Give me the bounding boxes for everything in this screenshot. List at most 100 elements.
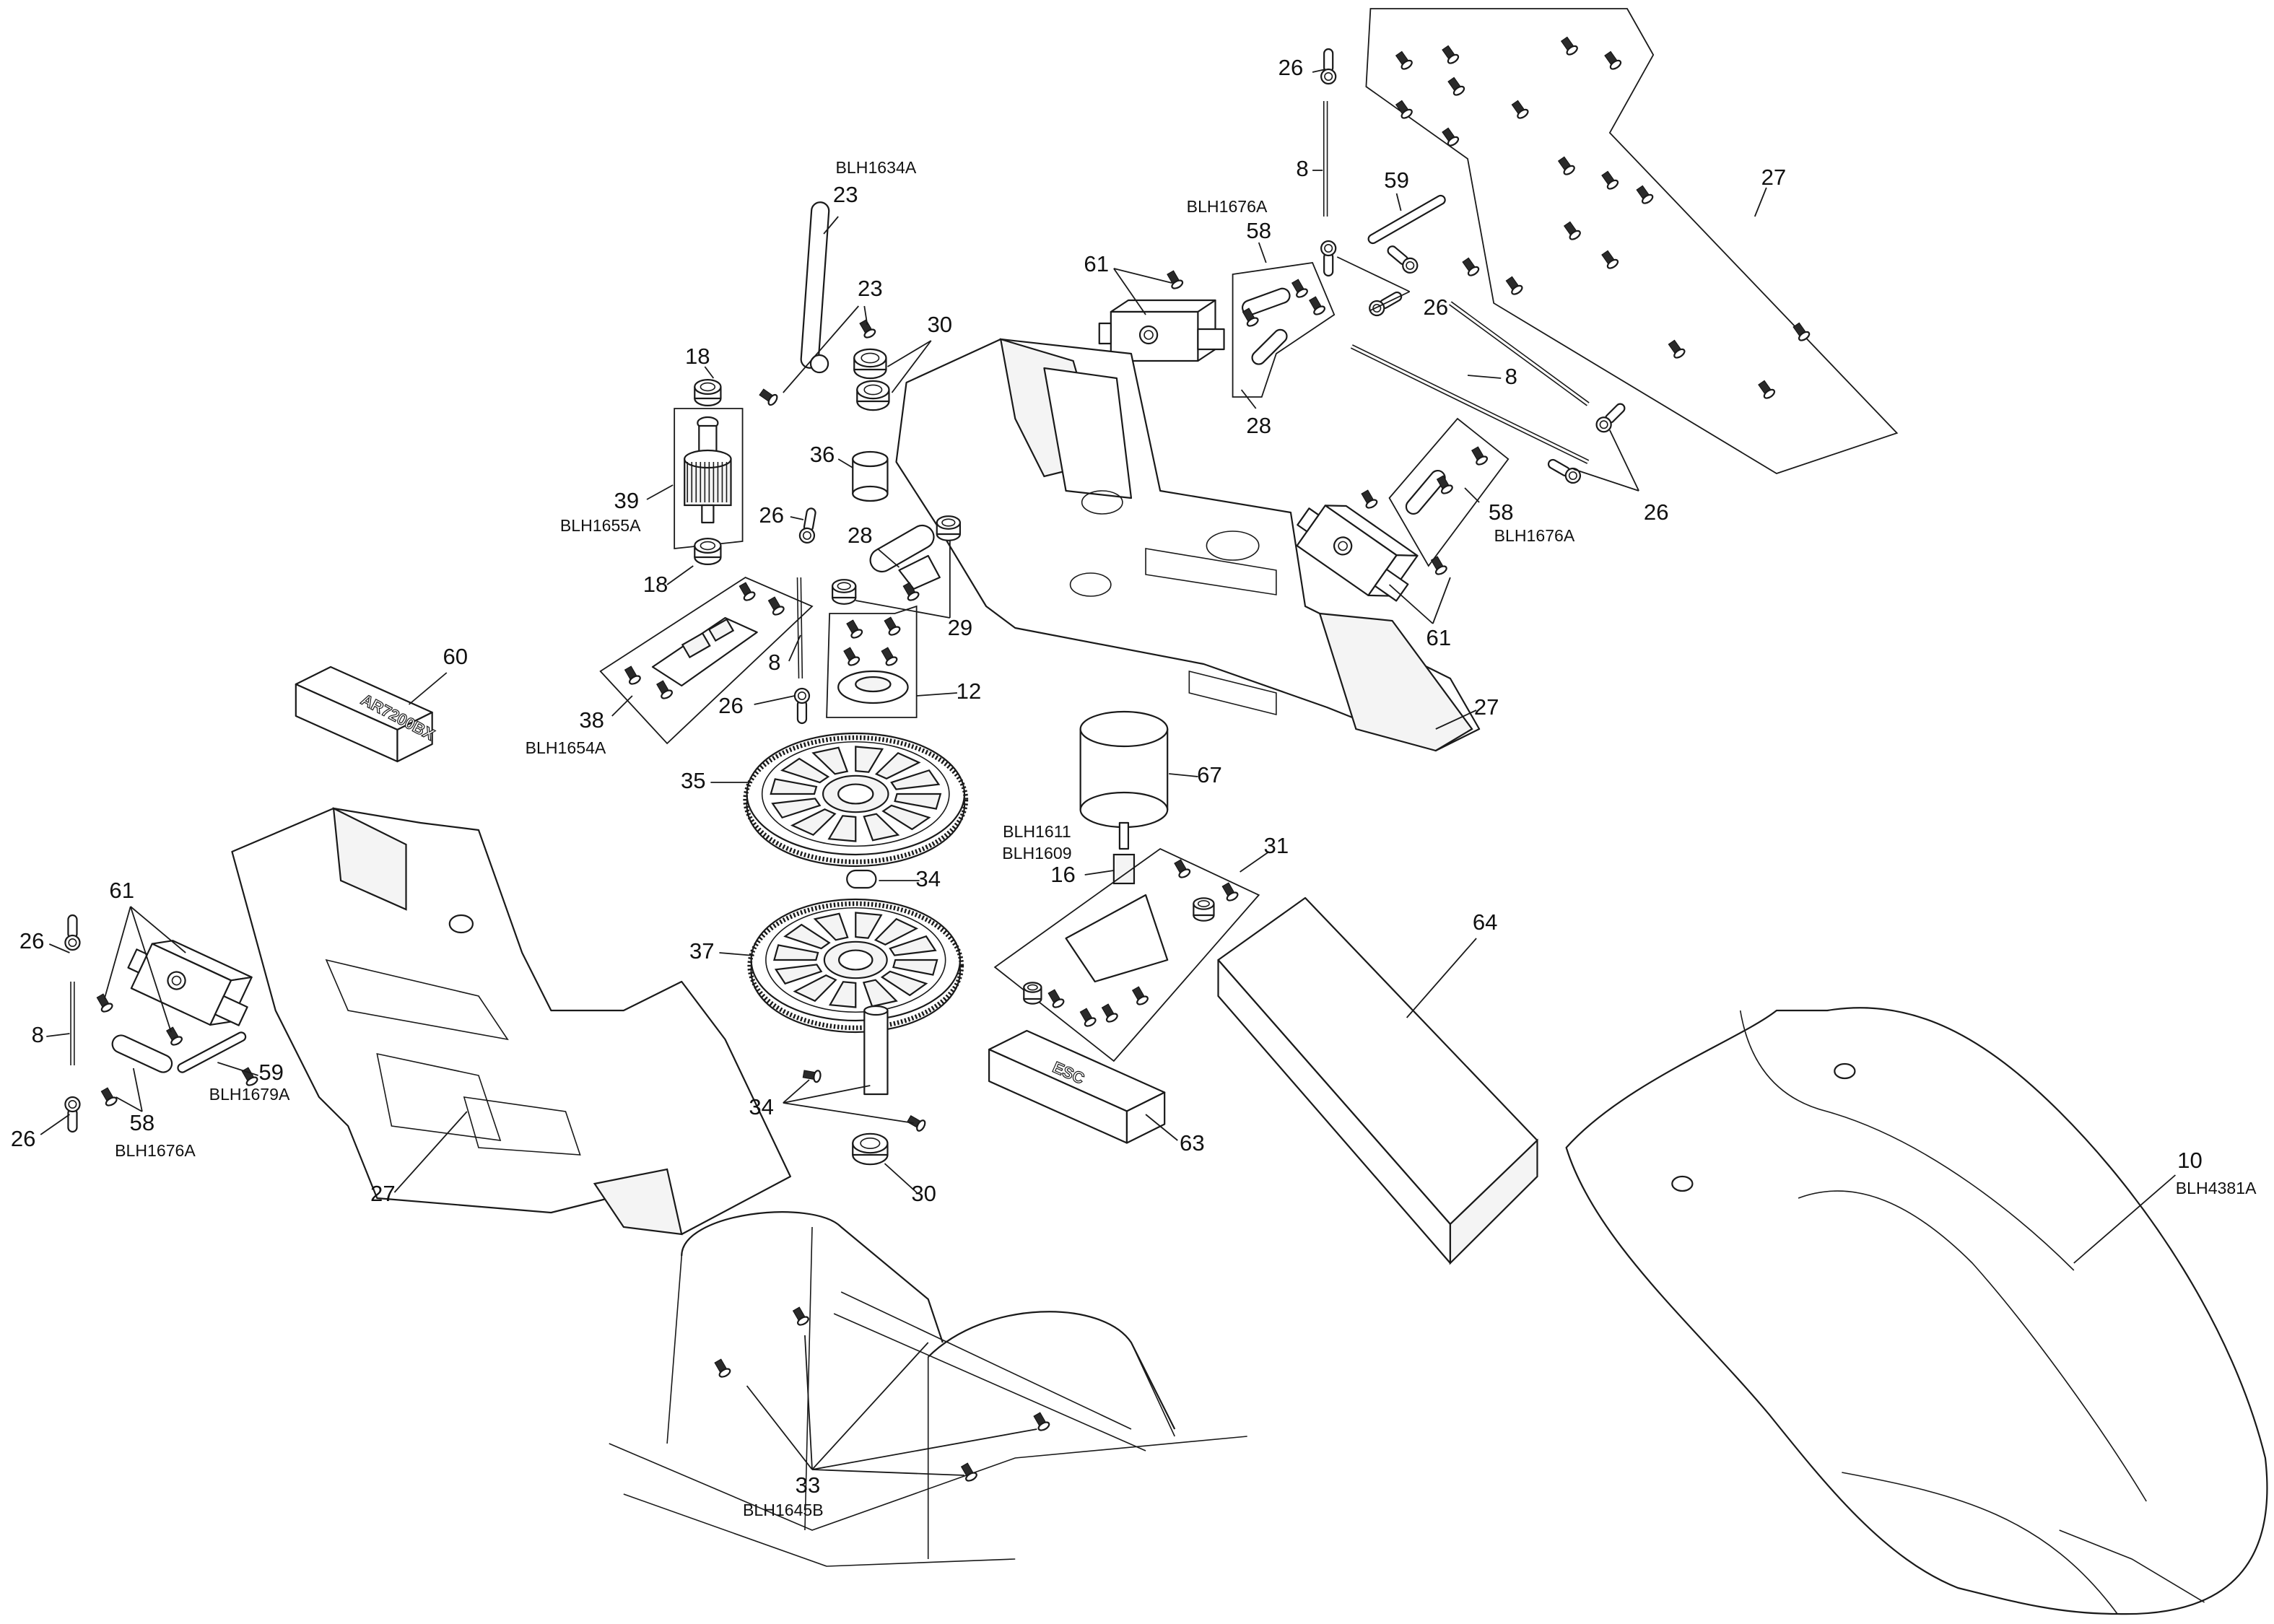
leader-line-c39 xyxy=(646,484,674,500)
bearing-icon xyxy=(694,378,722,406)
leader-line-c33 xyxy=(811,1469,964,1476)
screw-head xyxy=(100,1003,113,1013)
callout-number-c34-bottom: 34 xyxy=(749,1094,774,1119)
leader-line-c64 xyxy=(1406,938,1477,1018)
gear-spoke-window xyxy=(793,974,837,1003)
screw-head xyxy=(1452,85,1465,96)
screw-icon xyxy=(1557,156,1575,175)
ball-link-icon xyxy=(1320,48,1337,85)
servo-arm-set-top xyxy=(1232,262,1336,398)
ball-link-icon xyxy=(1387,245,1419,274)
screw-icon xyxy=(907,1114,926,1132)
screw-icon xyxy=(241,1067,258,1086)
leader-line-c33 xyxy=(804,1335,813,1470)
servo-icon xyxy=(127,940,253,1026)
callout-number-c34-top: 34 xyxy=(915,866,941,891)
leader-line-c31 xyxy=(1240,851,1270,873)
screw-head xyxy=(772,606,785,616)
leader-line-c16 xyxy=(1084,870,1114,876)
callout-number-c18-bottom: 18 xyxy=(643,572,668,597)
callout-number-c8-top: 8 xyxy=(1296,156,1308,181)
tail-boom-mount-set xyxy=(599,576,814,745)
pushrod-diagonal2 xyxy=(1350,344,1590,464)
screw-head xyxy=(1105,1013,1118,1023)
leader-line-c26-right xyxy=(1573,468,1639,492)
screw-head xyxy=(1606,258,1619,269)
screw-icon xyxy=(859,319,876,339)
leader-line-c8-center xyxy=(788,634,801,662)
callout-number-c37: 37 xyxy=(689,938,715,964)
gear-spoke-window xyxy=(881,804,931,831)
tail-boom-brace xyxy=(800,201,830,374)
leader-line-c10 xyxy=(2073,1174,2176,1264)
screw-icon xyxy=(1436,475,1453,494)
screw-icon xyxy=(714,1358,731,1378)
screw-icon xyxy=(1221,882,1239,902)
leader-line-c23-screw xyxy=(783,305,859,393)
callout-number-c8-mid-right: 8 xyxy=(1505,364,1517,389)
screw-icon xyxy=(1601,250,1619,269)
callout-number-c31: 31 xyxy=(1264,833,1289,858)
callout-number-c61-left: 61 xyxy=(109,878,134,903)
gear-spoke-window xyxy=(880,970,928,997)
callout-number-c33: 33 xyxy=(796,1472,821,1498)
screw-head xyxy=(767,393,778,406)
part-number-c59-left: BLH1679A xyxy=(209,1085,290,1104)
screw-icon xyxy=(739,582,756,601)
esc: ESC xyxy=(988,1029,1166,1144)
leader-line-c58-right xyxy=(1464,487,1480,503)
screw-head xyxy=(885,656,898,666)
leader-line-c28-center xyxy=(876,548,900,568)
leader-line-c34-bottom xyxy=(783,1085,871,1104)
leader-line-c33 xyxy=(811,1342,929,1470)
screw-head xyxy=(1441,484,1453,494)
leader-line-c30-bottom xyxy=(884,1163,918,1193)
leader-line-c36 xyxy=(837,458,853,468)
leader-line-c34-bottom xyxy=(783,1079,810,1104)
ball-link-icon xyxy=(64,914,81,951)
part-number-c23-top: BLH1634A xyxy=(836,158,917,177)
screw-icon xyxy=(1442,45,1460,64)
screw-icon xyxy=(1430,556,1447,575)
pushrod-icon xyxy=(796,577,803,679)
main-shaft-bottom xyxy=(863,1005,889,1096)
leader-line-c27-top xyxy=(1754,187,1767,217)
callout-number-c38: 38 xyxy=(579,707,604,733)
callout-number-c58-right: 58 xyxy=(1489,499,1514,525)
callout-number-c30-top: 30 xyxy=(927,312,952,337)
callout-number-c60: 60 xyxy=(443,644,468,669)
callout-number-c36: 36 xyxy=(810,442,835,467)
leader-line-c59-top xyxy=(1395,193,1402,211)
frame-screw-set xyxy=(1365,8,1899,474)
callout-number-c61-top: 61 xyxy=(1084,251,1109,276)
ball-link-icon xyxy=(793,687,811,725)
leader-line-c18-bottom xyxy=(666,565,694,585)
screw-head xyxy=(1569,230,1581,240)
main-gear xyxy=(743,732,969,868)
canopy xyxy=(1565,1007,2268,1615)
leader-line-c33 xyxy=(811,1428,1037,1470)
gear-spoke-window xyxy=(874,751,921,780)
bearing-icon xyxy=(853,348,887,380)
servo-top xyxy=(1098,299,1225,362)
screw-head xyxy=(661,689,674,699)
leader-line-c26-left-top xyxy=(48,943,70,953)
screw-icon xyxy=(100,1087,118,1106)
screw-icon xyxy=(846,619,863,639)
screw-icon xyxy=(1395,51,1413,70)
leader-lines xyxy=(40,69,2176,1476)
screw-icon xyxy=(843,647,861,666)
callout-number-c23-top: 23 xyxy=(833,182,858,207)
screw-head xyxy=(1641,193,1654,204)
callout-number-c35: 35 xyxy=(681,768,706,793)
leader-line-c26-center xyxy=(790,516,804,520)
screw-head xyxy=(1226,891,1239,902)
screw-head xyxy=(1606,179,1619,190)
flybarless-receiver: AR7200BX xyxy=(295,665,438,763)
tail-bellcrank xyxy=(869,524,941,590)
callout-number-c26-left-bottom: 26 xyxy=(11,1126,36,1151)
leader-line-c27-left xyxy=(393,1111,468,1193)
screw-head xyxy=(1609,59,1622,70)
screw-icon xyxy=(1511,100,1529,119)
motor-mount-set xyxy=(993,847,1260,1062)
